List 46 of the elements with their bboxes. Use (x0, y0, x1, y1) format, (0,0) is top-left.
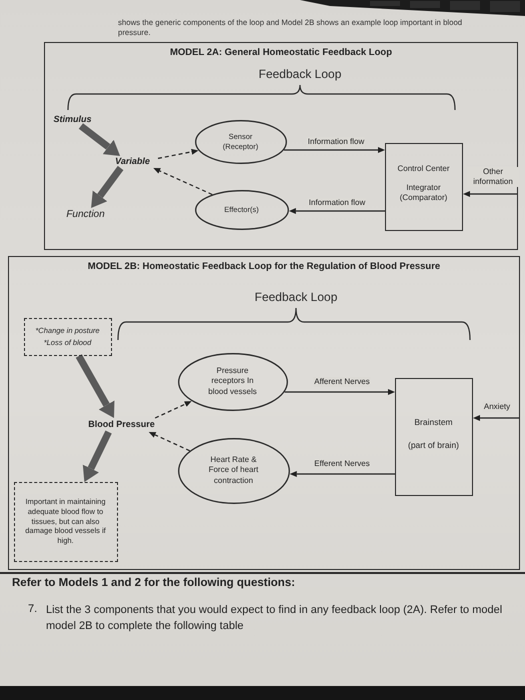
note-box (24, 318, 112, 356)
block-arrow (82, 430, 112, 482)
node-text: Brainstem (414, 416, 453, 428)
model-panel (44, 42, 518, 250)
question-text: List the 3 components that you would expect to find in any feedback loop (2A). Refer to model model 2B to complete the following table (46, 603, 504, 634)
model-panel (8, 256, 520, 570)
arrow (284, 389, 395, 395)
node-label: Variable (108, 156, 158, 168)
arrow (284, 147, 385, 153)
edge-label: Information flow (308, 198, 366, 208)
oval-node (194, 120, 286, 164)
edge-label: Information flow (306, 137, 366, 147)
oval-node (178, 352, 288, 410)
brace-label: Feedback Loop (254, 290, 338, 304)
node-text: (part of brain) (408, 440, 460, 451)
edge-label: Afferent Nerves (313, 377, 371, 387)
arrow (463, 191, 517, 197)
dashed-arrow (148, 432, 190, 452)
block-arrow (76, 354, 114, 418)
node-text: Control Center (397, 164, 450, 174)
note-box (14, 482, 118, 562)
edge-label: Anxiety (482, 402, 512, 412)
edge-label: Efferent Nerves (313, 459, 371, 469)
oval-node (178, 438, 290, 504)
panel-heading: MODEL 2A: General Homeostatic Feedback Loop (170, 47, 392, 58)
node-text: Heart Rate & Force of heart contraction (208, 454, 260, 486)
node-text: Integrator (Comparator) (398, 182, 448, 204)
oval-node (194, 190, 288, 230)
dashed-arrow (153, 168, 212, 196)
section-heading: Refer to Models 1 and 2 for the following questions: (12, 577, 296, 589)
node-label: Function (58, 208, 114, 222)
arrow (288, 208, 385, 214)
dashed-arrow (158, 148, 198, 159)
panel-heading: MODEL 2B: Homeostatic Feedback Loop for the Regulation of Blood Pressure (88, 261, 440, 272)
node-label: Stimulus (50, 114, 96, 126)
arrow (473, 415, 519, 421)
process-box (394, 378, 472, 496)
node-text: Pressure receptors In blood vessels (207, 366, 258, 398)
brace-label: Feedback Loop (258, 67, 342, 81)
question-number: 7. (28, 603, 38, 615)
process-box (384, 142, 462, 230)
block-arrow (78, 123, 120, 156)
node-label: Blood Pressure (84, 418, 160, 432)
dashed-arrow (154, 401, 192, 419)
block-arrow (91, 166, 124, 208)
arrow (290, 471, 395, 477)
